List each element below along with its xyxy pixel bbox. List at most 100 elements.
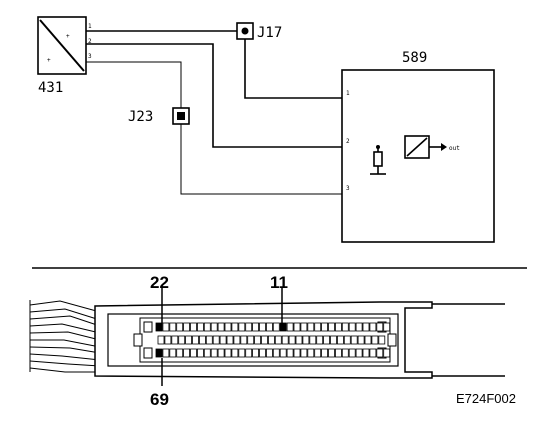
connector-pin bbox=[252, 322, 260, 332]
connector-pin bbox=[245, 348, 253, 358]
connector-pin bbox=[300, 348, 308, 358]
connector-pin bbox=[155, 348, 163, 358]
connector-pin bbox=[238, 348, 246, 358]
connector-pin bbox=[155, 322, 163, 332]
connector-pin bbox=[362, 348, 370, 358]
svg-text:1: 1 bbox=[88, 23, 92, 30]
connector-pin bbox=[190, 348, 197, 358]
connector-pin bbox=[286, 322, 294, 332]
connector-pin bbox=[265, 322, 273, 332]
connector-pin bbox=[314, 322, 322, 332]
pin-row-top bbox=[155, 322, 391, 332]
connector-pin bbox=[383, 322, 391, 332]
connector-pin bbox=[321, 348, 329, 358]
connector-pin bbox=[348, 348, 356, 358]
connector-pin bbox=[196, 348, 204, 358]
connector-pin bbox=[231, 348, 239, 358]
connector-pin bbox=[217, 322, 225, 332]
connector-pin bbox=[169, 348, 177, 358]
connector-pin bbox=[281, 335, 289, 345]
connector-pin bbox=[309, 335, 317, 345]
connector-pin bbox=[259, 322, 266, 332]
connector-pin bbox=[383, 348, 391, 358]
connector-pin bbox=[279, 348, 287, 358]
connector-pin bbox=[369, 322, 377, 332]
connector-pin bbox=[328, 322, 335, 332]
connector-pin bbox=[316, 335, 324, 345]
wire-j17-589 bbox=[244, 39, 386, 99]
connector-pin bbox=[288, 335, 296, 345]
connector-pin bbox=[162, 322, 170, 332]
label-431: 431 bbox=[38, 80, 63, 96]
connector-pin bbox=[261, 335, 268, 345]
connector-pin bbox=[348, 322, 356, 332]
svg-text:2: 2 bbox=[88, 38, 92, 45]
connector-pin bbox=[231, 322, 239, 332]
connector-pin bbox=[341, 348, 349, 358]
connector-pin bbox=[203, 322, 211, 332]
connector-pin bbox=[357, 335, 365, 345]
connector-pin bbox=[226, 335, 234, 345]
connector-pin bbox=[198, 335, 206, 345]
connector-pin bbox=[176, 322, 184, 332]
connector-pin bbox=[321, 322, 329, 332]
connector-pin bbox=[355, 322, 363, 332]
connector-pin bbox=[314, 348, 322, 358]
connector-pin bbox=[164, 335, 172, 345]
connector-pin bbox=[330, 335, 337, 345]
connector-pin bbox=[369, 348, 377, 358]
svg-text:3: 3 bbox=[346, 185, 350, 192]
connector-pin bbox=[328, 348, 335, 358]
connector-pin bbox=[293, 348, 301, 358]
connector-pin bbox=[295, 335, 303, 345]
connector-pin bbox=[178, 335, 186, 345]
connector-pin bbox=[355, 348, 363, 358]
resistor-network bbox=[370, 147, 386, 175]
connector-pin bbox=[307, 348, 315, 358]
connector-pin bbox=[162, 348, 170, 358]
connector-pin bbox=[274, 335, 282, 345]
label-j17: J17 bbox=[257, 25, 282, 41]
connector-pin bbox=[334, 322, 342, 332]
connector-pin bbox=[272, 348, 280, 358]
connector-pin bbox=[259, 348, 266, 358]
connector-pin bbox=[240, 335, 248, 345]
connector-pin bbox=[307, 322, 315, 332]
connector-pin bbox=[376, 348, 384, 358]
connector-pin bbox=[190, 322, 197, 332]
connector-pin bbox=[343, 335, 351, 345]
svg-text:2: 2 bbox=[346, 138, 350, 145]
label-pin-22: 22 bbox=[150, 273, 169, 292]
connector-pin bbox=[205, 335, 213, 345]
connector-pin bbox=[224, 322, 232, 332]
connector-pin bbox=[254, 335, 262, 345]
label-j23: J23 bbox=[128, 109, 153, 125]
label-589: 589 bbox=[402, 50, 427, 66]
connector-pin bbox=[185, 335, 193, 345]
connector-pin bbox=[336, 335, 344, 345]
connector-pin bbox=[300, 322, 308, 332]
connector-housing bbox=[29, 300, 505, 379]
connector-pin bbox=[217, 348, 225, 358]
connector-pin bbox=[247, 335, 255, 345]
connector-pin bbox=[371, 335, 379, 345]
connector-pin bbox=[362, 322, 370, 332]
connector-pin bbox=[350, 335, 358, 345]
wire-431-589-signal bbox=[86, 43, 405, 148]
connector-pin bbox=[302, 335, 310, 345]
connector-pin bbox=[157, 335, 165, 345]
label-pin-69: 69 bbox=[150, 390, 169, 409]
connector-pin bbox=[265, 348, 273, 358]
component-431: + + 1 2 3 bbox=[37, 16, 92, 75]
svg-text:3: 3 bbox=[88, 53, 92, 60]
buffer-icon: out bbox=[404, 135, 460, 159]
connector-pin bbox=[323, 335, 331, 345]
connector-pin bbox=[219, 335, 227, 345]
connector-pin bbox=[183, 348, 191, 358]
svg-text:1: 1 bbox=[346, 90, 350, 97]
pin-row-middle bbox=[157, 335, 386, 345]
pin-row-bottom bbox=[155, 348, 391, 358]
connector-pin bbox=[210, 322, 218, 332]
connector-pin bbox=[334, 348, 342, 358]
figure-code: E724F002 bbox=[456, 391, 516, 406]
